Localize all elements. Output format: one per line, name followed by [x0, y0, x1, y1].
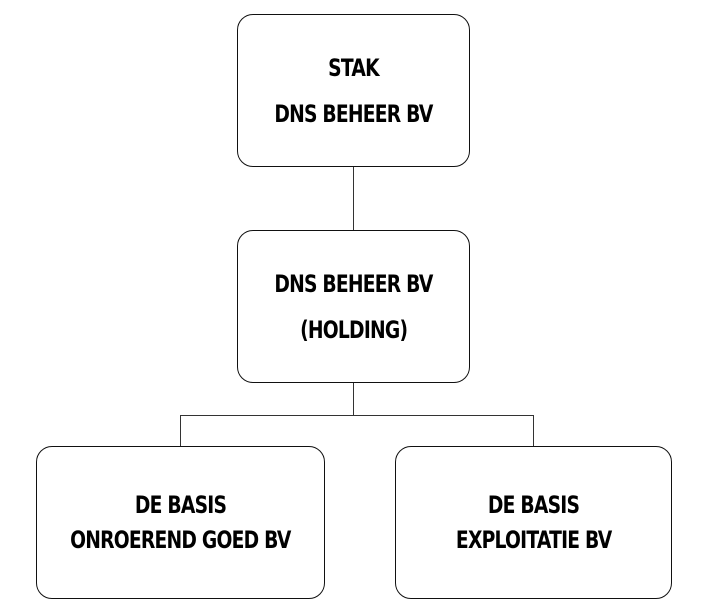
node-holding: DNS BEHEER BV (HOLDING) [237, 230, 470, 383]
node-label-line1: DE BASIS [487, 491, 580, 519]
node-label-line2: ONROEREND GOED BV [70, 526, 291, 554]
node-onroerend-goed: DE BASIS ONROEREND GOED BV [36, 446, 325, 599]
node-label-line2: (HOLDING) [299, 315, 408, 344]
node-label-line1: STAK [328, 53, 379, 82]
node-label-line2: DNS BEHEER BV [274, 99, 433, 128]
connector-stak-holding [353, 167, 354, 230]
connector-right-drop [533, 415, 534, 446]
node-label-line1: DE BASIS [134, 491, 227, 519]
connector-horizontal [180, 415, 534, 416]
connector-left-drop [180, 415, 181, 446]
node-label-line2: EXPLOITATIE BV [455, 526, 612, 554]
node-stak: STAK DNS BEHEER BV [237, 14, 470, 167]
node-label-line1: DNS BEHEER BV [274, 269, 433, 298]
node-exploitatie: DE BASIS EXPLOITATIE BV [395, 446, 672, 599]
connector-holding-down [353, 383, 354, 415]
